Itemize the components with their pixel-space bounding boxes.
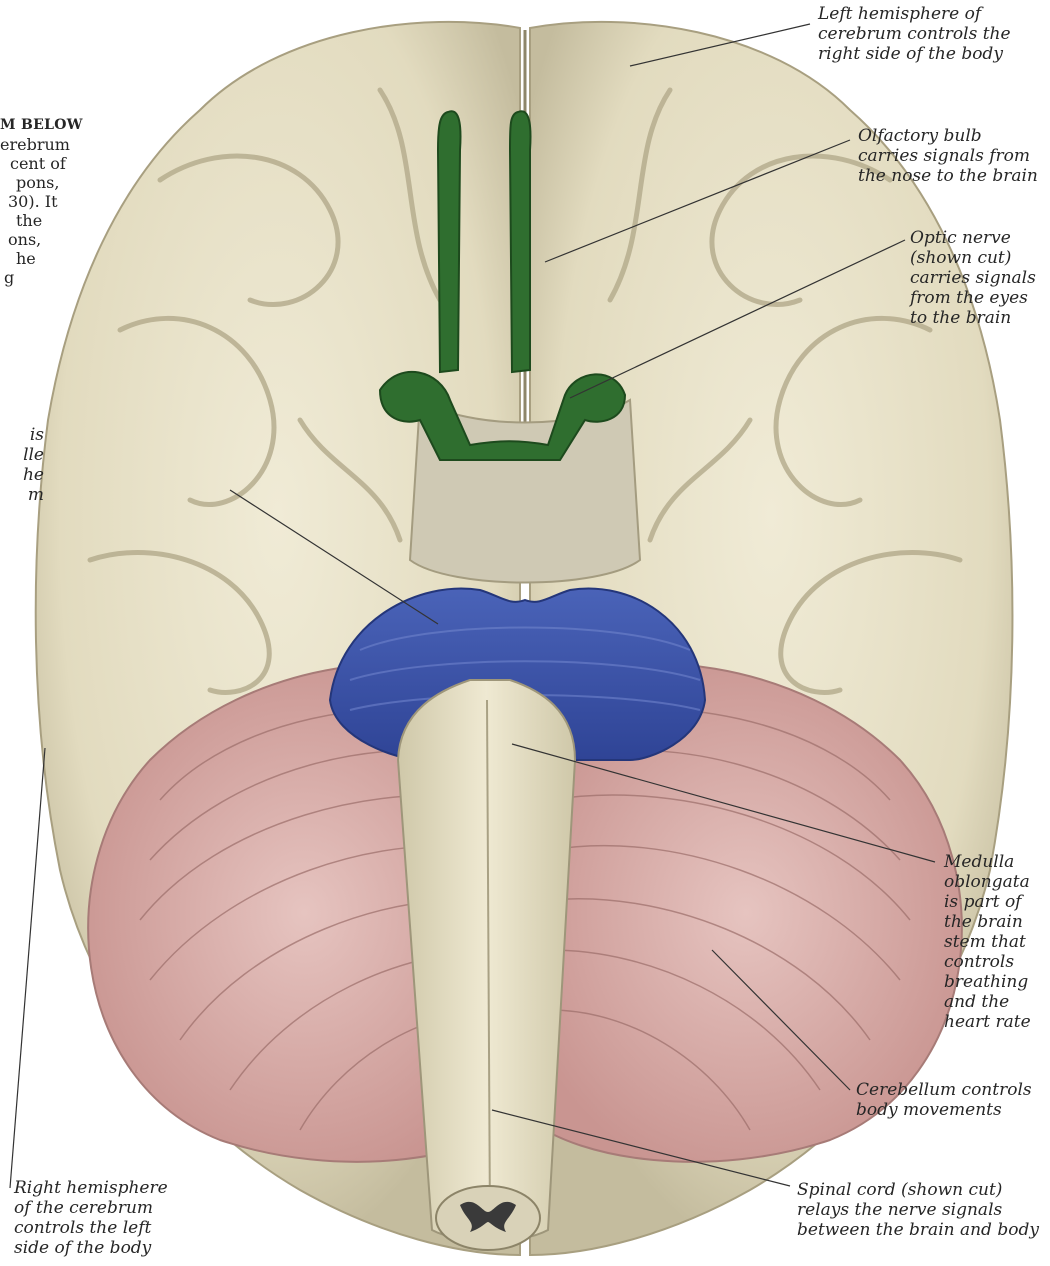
label-line: relays the nerve signals: [797, 1200, 1039, 1220]
label-spinal-cord: Spinal cord (shown cut) relays the nerve…: [797, 1180, 1039, 1240]
pons-label-line: m: [0, 485, 44, 505]
label-line: carries signals: [910, 268, 1036, 288]
pons-label-line: lle: [0, 445, 44, 465]
label-line: (shown cut): [910, 248, 1036, 268]
intro-line: ons,: [0, 230, 230, 249]
label-line: between the brain and body: [797, 1220, 1039, 1240]
label-line: breathing: [944, 972, 1031, 992]
label-cerebellum: Cerebellum controls body movements: [856, 1080, 1032, 1120]
intro-line: g: [0, 268, 230, 287]
label-line: controls: [944, 952, 1031, 972]
label-line: Right hemisphere: [14, 1178, 168, 1198]
pons-label-line: is: [0, 425, 44, 445]
label-line: carries signals from: [858, 146, 1038, 166]
label-line: side of the body: [14, 1238, 168, 1258]
intro-line: pons,: [0, 173, 230, 192]
intro-line: M BELOW: [0, 116, 230, 135]
label-line: of the cerebrum: [14, 1198, 168, 1218]
label-line: stem that: [944, 932, 1031, 952]
label-line: Optic nerve: [910, 228, 1036, 248]
label-line: and the: [944, 992, 1031, 1012]
intro-line: cent of: [0, 154, 230, 173]
label-line: cerebrum controls the: [818, 24, 1011, 44]
label-medulla-oblongata: Medulla oblongata is part of the brain s…: [944, 852, 1031, 1032]
label-line: Left hemisphere of: [818, 4, 1011, 24]
leader-right-hemisphere: [10, 748, 45, 1188]
label-line: right side of the body: [818, 44, 1011, 64]
label-line: Spinal cord (shown cut): [797, 1180, 1039, 1200]
label-line: is part of: [944, 892, 1031, 912]
pons-label-line: he: [0, 465, 44, 485]
label-left-hemisphere: Left hemisphere of cerebrum controls the…: [818, 4, 1011, 64]
label-line: controls the left: [14, 1218, 168, 1238]
label-line: Cerebellum controls: [856, 1080, 1032, 1100]
intro-line: the: [0, 211, 230, 230]
intro-line: erebrum: [0, 135, 230, 154]
intro-line: 30). It: [0, 192, 230, 211]
label-line: heart rate: [944, 1012, 1031, 1032]
label-optic-nerve: Optic nerve (shown cut) carries signals …: [910, 228, 1036, 328]
label-line: Olfactory bulb: [858, 126, 1038, 146]
pons-label-fragment: is lle he m: [0, 425, 44, 505]
intro-text-fragment: M BELOW erebrum cent of pons, 30). It th…: [0, 116, 230, 287]
label-line: Medulla: [944, 852, 1031, 872]
label-line: from the eyes: [910, 288, 1036, 308]
label-line: the nose to the brain: [858, 166, 1038, 186]
label-line: body movements: [856, 1100, 1032, 1120]
label-line: to the brain: [910, 308, 1036, 328]
label-olfactory-bulb: Olfactory bulb carries signals from the …: [858, 126, 1038, 186]
label-line: oblongata: [944, 872, 1031, 892]
label-right-hemisphere: Right hemisphere of the cerebrum control…: [14, 1178, 168, 1258]
intro-line: he: [0, 249, 230, 268]
label-line: the brain: [944, 912, 1031, 932]
